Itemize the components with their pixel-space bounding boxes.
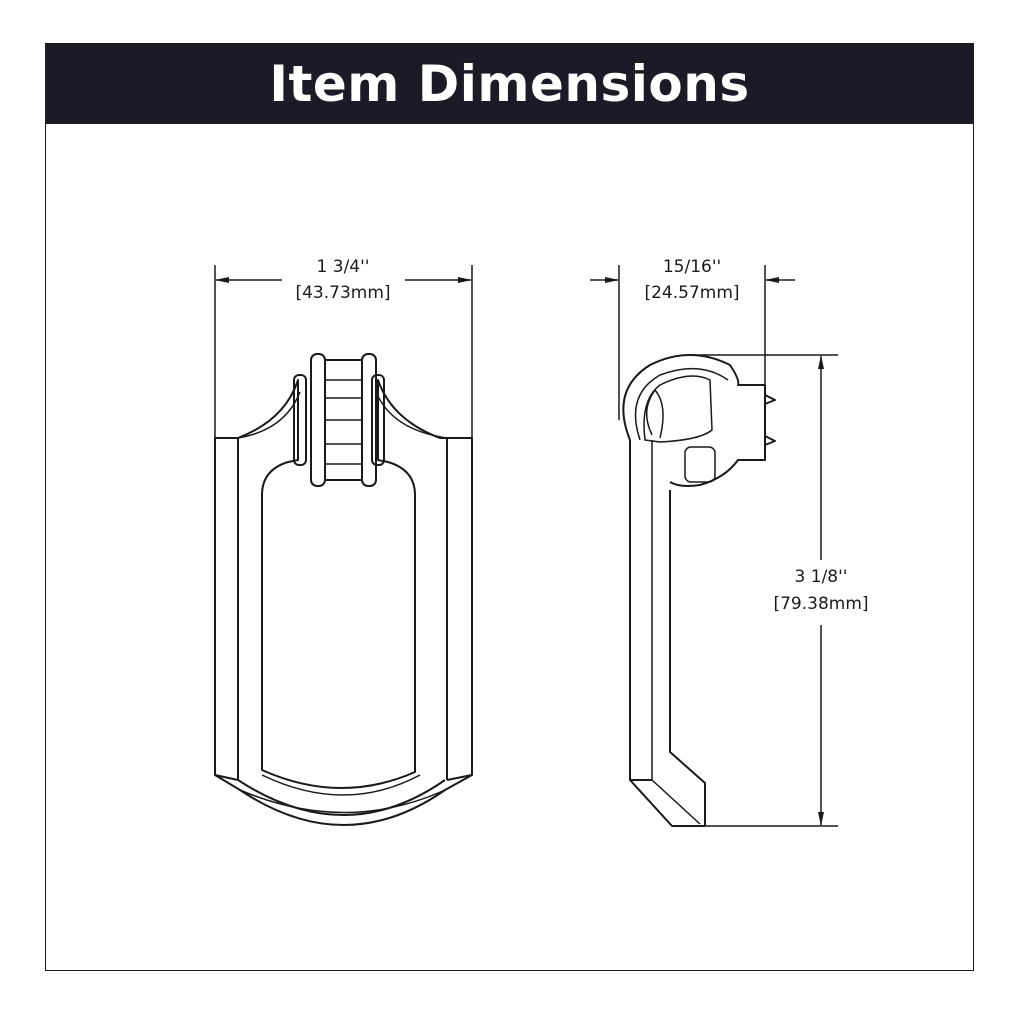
front-width-dimension [214, 265, 473, 438]
front-width-metric: [43.73mm] [295, 283, 390, 303]
front-view-drawing [214, 353, 473, 826]
side-height-dimension [690, 354, 838, 827]
side-depth-dimension [590, 265, 795, 420]
side-height-imperial: 3 1/8'' [795, 567, 848, 587]
dimensions-frame: Item Dimensions [45, 43, 974, 971]
side-depth-imperial: 15/16'' [663, 257, 721, 277]
side-view-drawing [622, 354, 776, 827]
front-width-imperial: 1 3/4'' [317, 257, 370, 277]
side-depth-metric: [24.57mm] [644, 283, 739, 303]
title-banner: Item Dimensions [46, 44, 973, 124]
side-height-metric: [79.38mm] [773, 594, 868, 614]
page-title: Item Dimensions [269, 55, 750, 113]
